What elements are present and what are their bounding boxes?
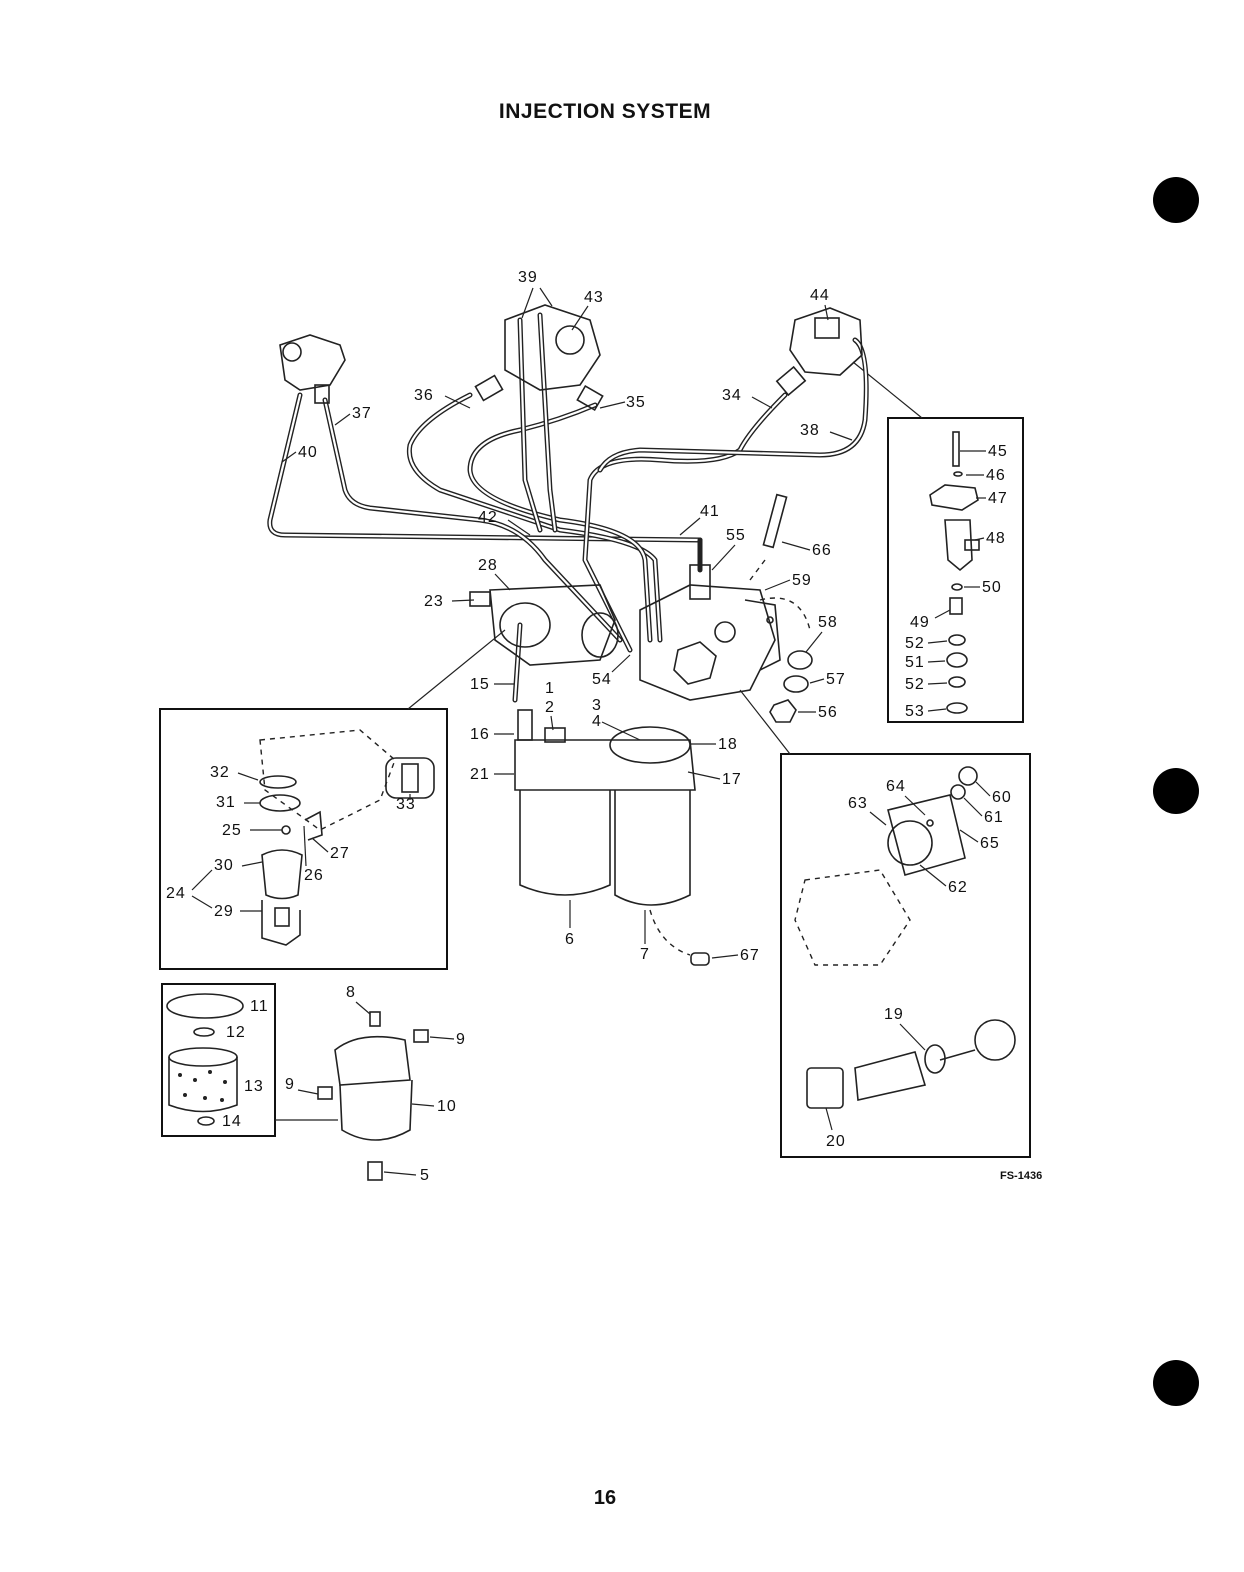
callout-26: 26 [304, 867, 324, 884]
callout-61: 61 [984, 809, 1004, 826]
callout-53: 53 [905, 703, 925, 720]
sediment-bowl-inset [159, 708, 448, 970]
callout-18: 18 [718, 736, 738, 753]
callout-37: 37 [352, 405, 372, 422]
callout-40: 40 [298, 444, 318, 461]
callout-labels: 39 43 44 36 35 34 37 38 40 41 42 55 66 2… [166, 269, 1012, 1184]
injector-right [775, 307, 863, 397]
binder-hole-bottom [1153, 1360, 1199, 1406]
callout-4: 4 [592, 713, 602, 730]
binder-hole-top [1153, 177, 1199, 223]
callout-20: 20 [826, 1133, 846, 1150]
callout-50: 50 [982, 579, 1002, 596]
callout-51: 51 [905, 654, 925, 671]
callout-8: 8 [346, 984, 356, 1001]
callout-33: 33 [396, 796, 416, 813]
callout-66: 66 [812, 542, 832, 559]
callout-36: 36 [414, 387, 434, 404]
callout-60: 60 [992, 789, 1012, 806]
callout-10: 10 [437, 1098, 457, 1115]
callout-39: 39 [518, 269, 538, 286]
callout-63: 63 [848, 795, 868, 812]
sediment-bowl-exploded [259, 729, 435, 946]
callout-43: 43 [584, 289, 604, 306]
callout-30: 30 [214, 857, 234, 874]
callout-2: 2 [545, 699, 555, 716]
callout-31: 31 [216, 794, 236, 811]
callout-67: 67 [740, 947, 760, 964]
callout-15: 15 [470, 676, 490, 693]
callout-21: 21 [470, 766, 490, 783]
callout-9-right: 9 [456, 1031, 466, 1048]
callout-49: 49 [910, 614, 930, 631]
figure-code: FS-1436 [1000, 1170, 1043, 1182]
filter-element-exploded [166, 993, 244, 1126]
callout-52-upper: 52 [905, 635, 925, 652]
callout-56: 56 [818, 704, 838, 721]
callout-27: 27 [330, 845, 350, 862]
callout-41: 41 [700, 503, 720, 520]
callout-57: 57 [826, 671, 846, 688]
callout-3: 3 [592, 697, 602, 714]
transfer-pump [469, 584, 619, 666]
callout-52-lower: 52 [905, 676, 925, 693]
callout-12: 12 [226, 1024, 246, 1041]
callout-25: 25 [222, 822, 242, 839]
callout-35: 35 [626, 394, 646, 411]
injection-pipes [267, 312, 869, 703]
callout-19: 19 [884, 1006, 904, 1023]
callout-59: 59 [792, 572, 812, 589]
callout-16: 16 [470, 726, 490, 743]
callout-42: 42 [478, 509, 498, 526]
callout-23: 23 [424, 593, 444, 610]
injector-left [279, 334, 346, 404]
callout-64: 64 [886, 778, 906, 795]
fuel-filters [514, 709, 696, 906]
callout-34: 34 [722, 387, 742, 404]
pump-cover-exploded [794, 766, 1016, 1109]
callout-28: 28 [478, 557, 498, 574]
nozzle-exploded-parts [929, 431, 980, 714]
callout-38: 38 [800, 422, 820, 439]
callout-45: 45 [988, 443, 1008, 460]
callout-5: 5 [420, 1167, 430, 1184]
callout-44: 44 [810, 287, 830, 304]
callout-55: 55 [726, 527, 746, 544]
nozzle-detail-inset [887, 417, 1024, 723]
callout-14: 14 [222, 1113, 242, 1130]
primary-filter-assembly [317, 1011, 429, 1181]
loose-parts [649, 493, 813, 966]
callout-1: 1 [545, 680, 555, 697]
filter-element-inset [161, 983, 276, 1137]
callout-13: 13 [244, 1078, 264, 1095]
callout-62: 62 [948, 879, 968, 896]
callout-46: 46 [986, 467, 1006, 484]
callout-47: 47 [988, 490, 1008, 507]
callout-54: 54 [592, 671, 612, 688]
callout-6: 6 [565, 931, 575, 948]
callout-7: 7 [640, 946, 650, 963]
callout-17: 17 [722, 771, 742, 788]
binder-hole-middle [1153, 768, 1199, 814]
callout-9-left: 9 [285, 1076, 295, 1093]
page-number: 16 [593, 1487, 617, 1509]
injector-center [474, 304, 604, 412]
callout-65: 65 [980, 835, 1000, 852]
callout-48: 48 [986, 530, 1006, 547]
pump-detail-inset [780, 753, 1031, 1158]
injection-pump [639, 564, 781, 701]
callout-24: 24 [166, 885, 186, 902]
page-title: INJECTION SYSTEM [498, 100, 712, 123]
callout-32: 32 [210, 764, 230, 781]
callout-11: 11 [250, 998, 269, 1015]
callout-29: 29 [214, 903, 234, 920]
callout-58: 58 [818, 614, 838, 631]
